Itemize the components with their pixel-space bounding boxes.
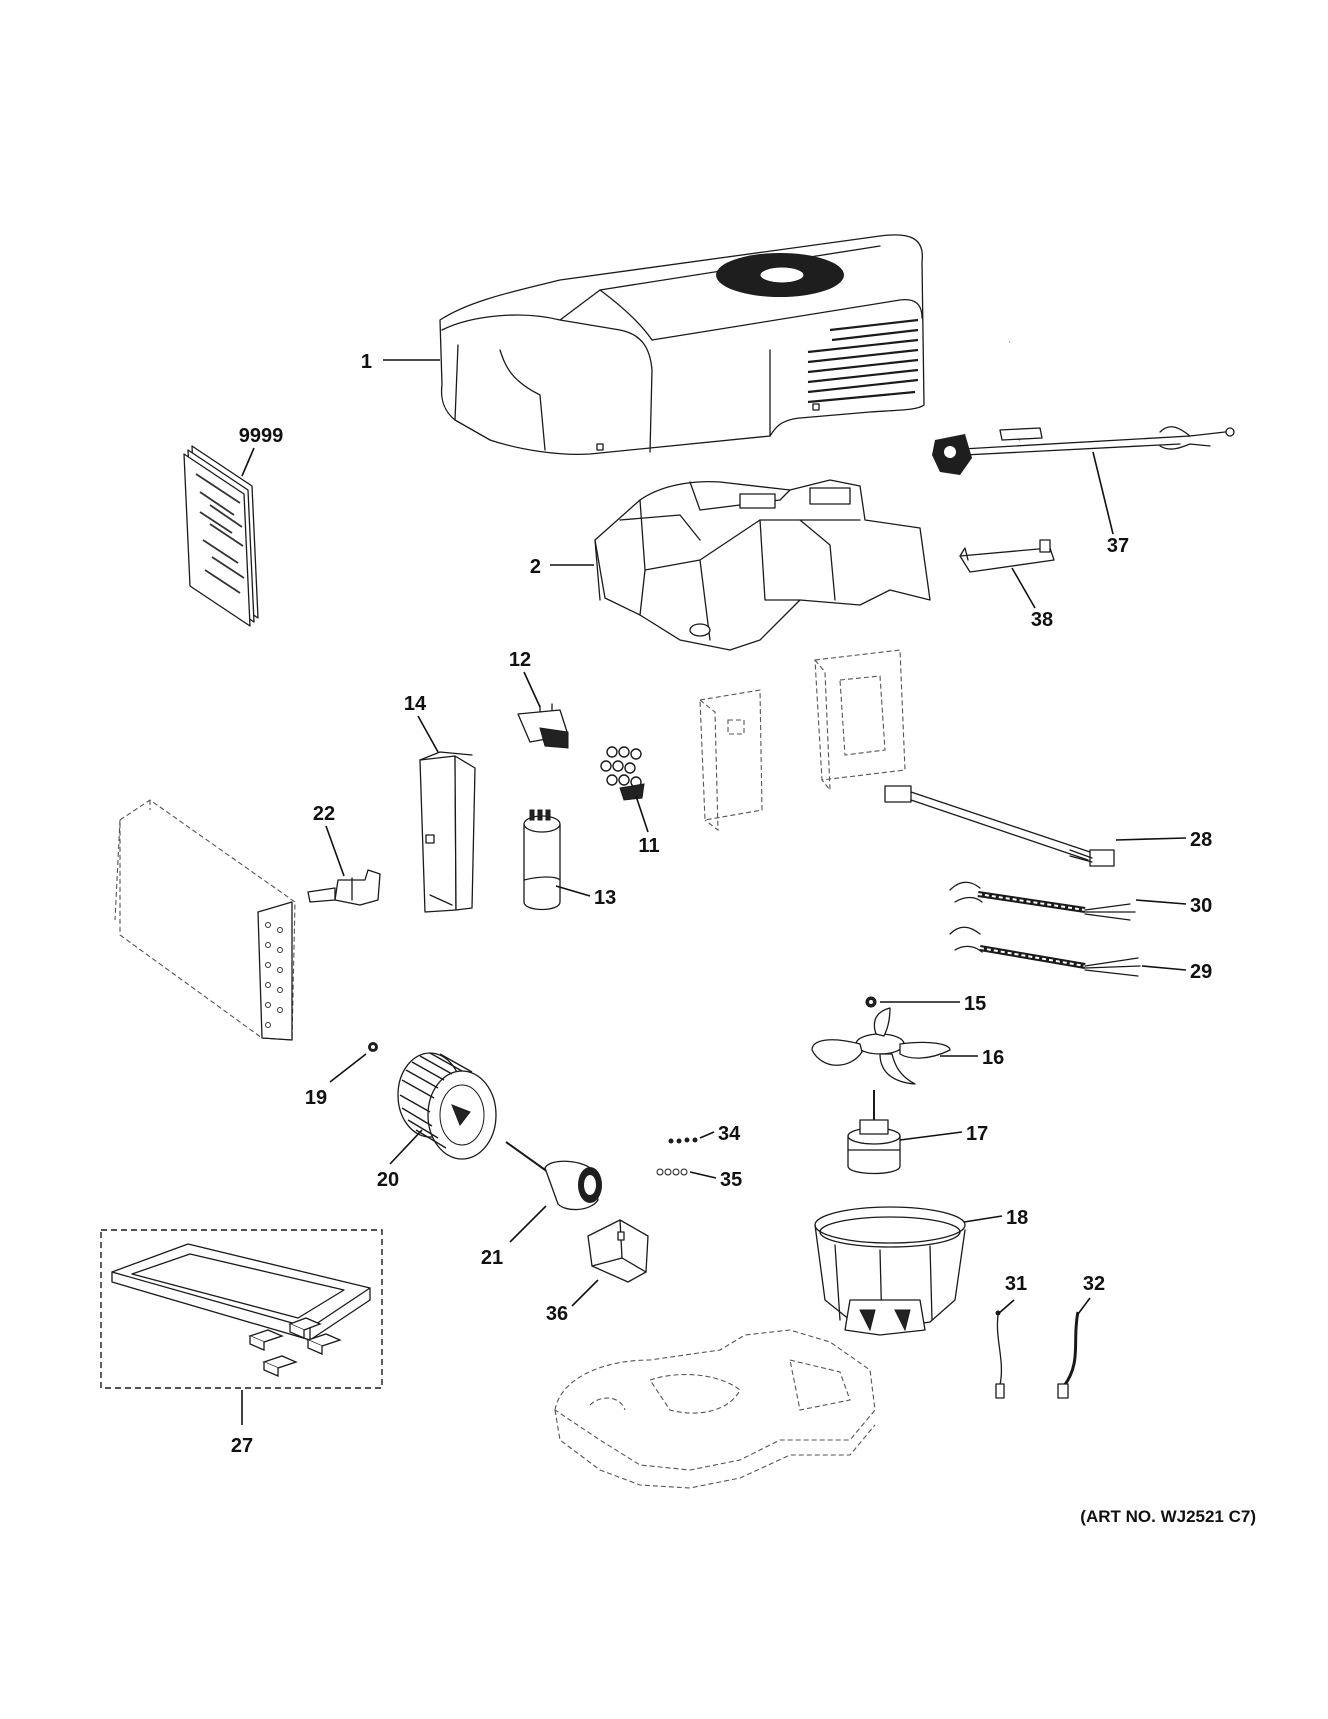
- callout-31: 31: [1005, 1273, 1027, 1295]
- part-12-relay[interactable]: [517, 703, 569, 749]
- callout-37: 37: [1107, 535, 1129, 557]
- part-21-blower-motor[interactable]: [505, 1141, 602, 1211]
- callout-1: 1: [361, 351, 372, 373]
- part-20-blower-wheel[interactable]: [397, 1052, 497, 1160]
- callout-32: 32: [1083, 1273, 1105, 1295]
- part-9999-manual[interactable]: [183, 445, 259, 627]
- part-13-capacitor[interactable]: [523, 809, 561, 911]
- part-11-terminal-block[interactable]: [600, 746, 645, 801]
- callout-12: 12: [509, 649, 531, 671]
- part-31-sensor[interactable]: [995, 1310, 1005, 1399]
- callout-20: 20: [377, 1169, 399, 1191]
- callout-19: 19: [305, 1087, 327, 1109]
- part-1-shroud[interactable]: [439, 234, 925, 456]
- callout-34: 34: [718, 1123, 741, 1145]
- callout-14: 14: [404, 693, 427, 715]
- part-22-bracket[interactable]: [307, 869, 381, 906]
- part-30-wire-harness[interactable]: [949, 881, 1136, 921]
- callout-22: 22: [313, 803, 335, 825]
- ghost-condenser-coil: [114, 799, 296, 1041]
- part-14-control-bracket[interactable]: [419, 751, 476, 913]
- part-16-fan-blade[interactable]: [811, 1007, 951, 1085]
- part-29-wire-harness[interactable]: [949, 926, 1141, 977]
- leader-lines: [241, 359, 1187, 1425]
- callout-16: 16: [982, 1047, 1004, 1069]
- callout-28: 28: [1190, 829, 1212, 851]
- part-18-orifice[interactable]: [814, 1206, 966, 1336]
- part-27-filter-kit[interactable]: [100, 1229, 383, 1389]
- callout-9999: 9999: [239, 425, 284, 447]
- callout-15: 15: [964, 993, 986, 1015]
- callout-labels: 1 2 9999 37 38 12 14 11 22 13 28 30 29 1…: [231, 351, 1256, 1526]
- part-19-nut[interactable]: [368, 1042, 378, 1052]
- art-number: (ART NO. WJ2521 C7): [1080, 1507, 1256, 1526]
- callout-27: 27: [231, 1435, 253, 1457]
- callout-2: 2: [530, 556, 541, 578]
- part-36-motor-bracket[interactable]: [587, 1219, 649, 1283]
- callout-30: 30: [1190, 895, 1212, 917]
- callout-11: 11: [638, 835, 659, 857]
- part-34-screws[interactable]: [668, 1137, 698, 1144]
- part-2-base-housing[interactable]: [594, 479, 931, 651]
- part-35-washers[interactable]: [656, 1168, 688, 1176]
- callout-13: 13: [594, 887, 616, 909]
- part-17-fan-motor[interactable]: [847, 1090, 901, 1175]
- ghost-control-box: [699, 649, 906, 832]
- part-32-sensor[interactable]: [1057, 1311, 1080, 1399]
- callout-38: 38: [1031, 609, 1053, 631]
- part-15-nut[interactable]: [865, 996, 877, 1008]
- part-37-drain-assembly[interactable]: [932, 335, 1235, 475]
- callout-18: 18: [1006, 1207, 1028, 1229]
- callout-36: 36: [546, 1303, 568, 1325]
- callout-17: 17: [966, 1123, 988, 1145]
- callout-29: 29: [1190, 961, 1212, 983]
- part-28-wire-harness[interactable]: [884, 785, 1115, 867]
- callout-21: 21: [481, 1247, 503, 1269]
- callout-35: 35: [720, 1169, 742, 1191]
- part-38-bracket[interactable]: [959, 539, 1055, 573]
- ghost-base-pan: [554, 1329, 876, 1489]
